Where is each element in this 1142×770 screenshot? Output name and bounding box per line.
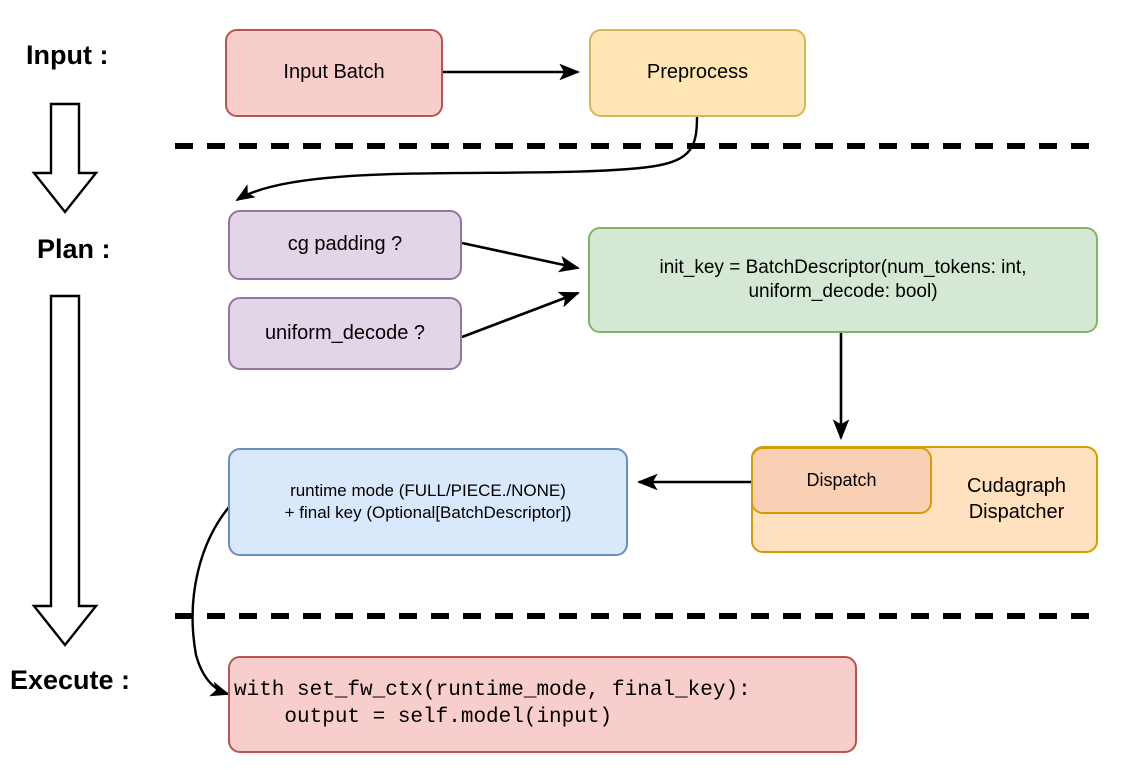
node-runtime-mode[interactable]: runtime mode (FULL/PIECE./NONE) + final … <box>228 448 628 556</box>
node-preprocess[interactable]: Preprocess <box>589 29 806 117</box>
edge-preprocess-to-cg-padding <box>235 116 699 202</box>
edge-uniform-decode-to-init-key <box>461 291 580 339</box>
node-init-key[interactable]: init_key = BatchDescriptor(num_tokens: i… <box>588 227 1098 333</box>
stage-arrow-input-to-plan <box>31 102 99 214</box>
node-dispatch[interactable]: Dispatch <box>751 447 932 514</box>
stage-label-plan: Plan : <box>37 234 111 264</box>
stage-arrow-plan-to-execute <box>31 294 99 647</box>
node-uniform-decode[interactable]: uniform_decode ? <box>228 297 462 370</box>
node-execute-code[interactable]: with set_fw_ctx(runtime_mode, final_key)… <box>228 656 857 753</box>
edge-cg-padding-to-init-key <box>461 241 581 273</box>
stage-label-input: Input : <box>26 40 109 70</box>
node-cg-padding[interactable]: cg padding ? <box>228 210 462 280</box>
stage-label-execute: Execute : <box>10 665 131 695</box>
node-input-batch[interactable]: Input Batch <box>225 29 443 117</box>
